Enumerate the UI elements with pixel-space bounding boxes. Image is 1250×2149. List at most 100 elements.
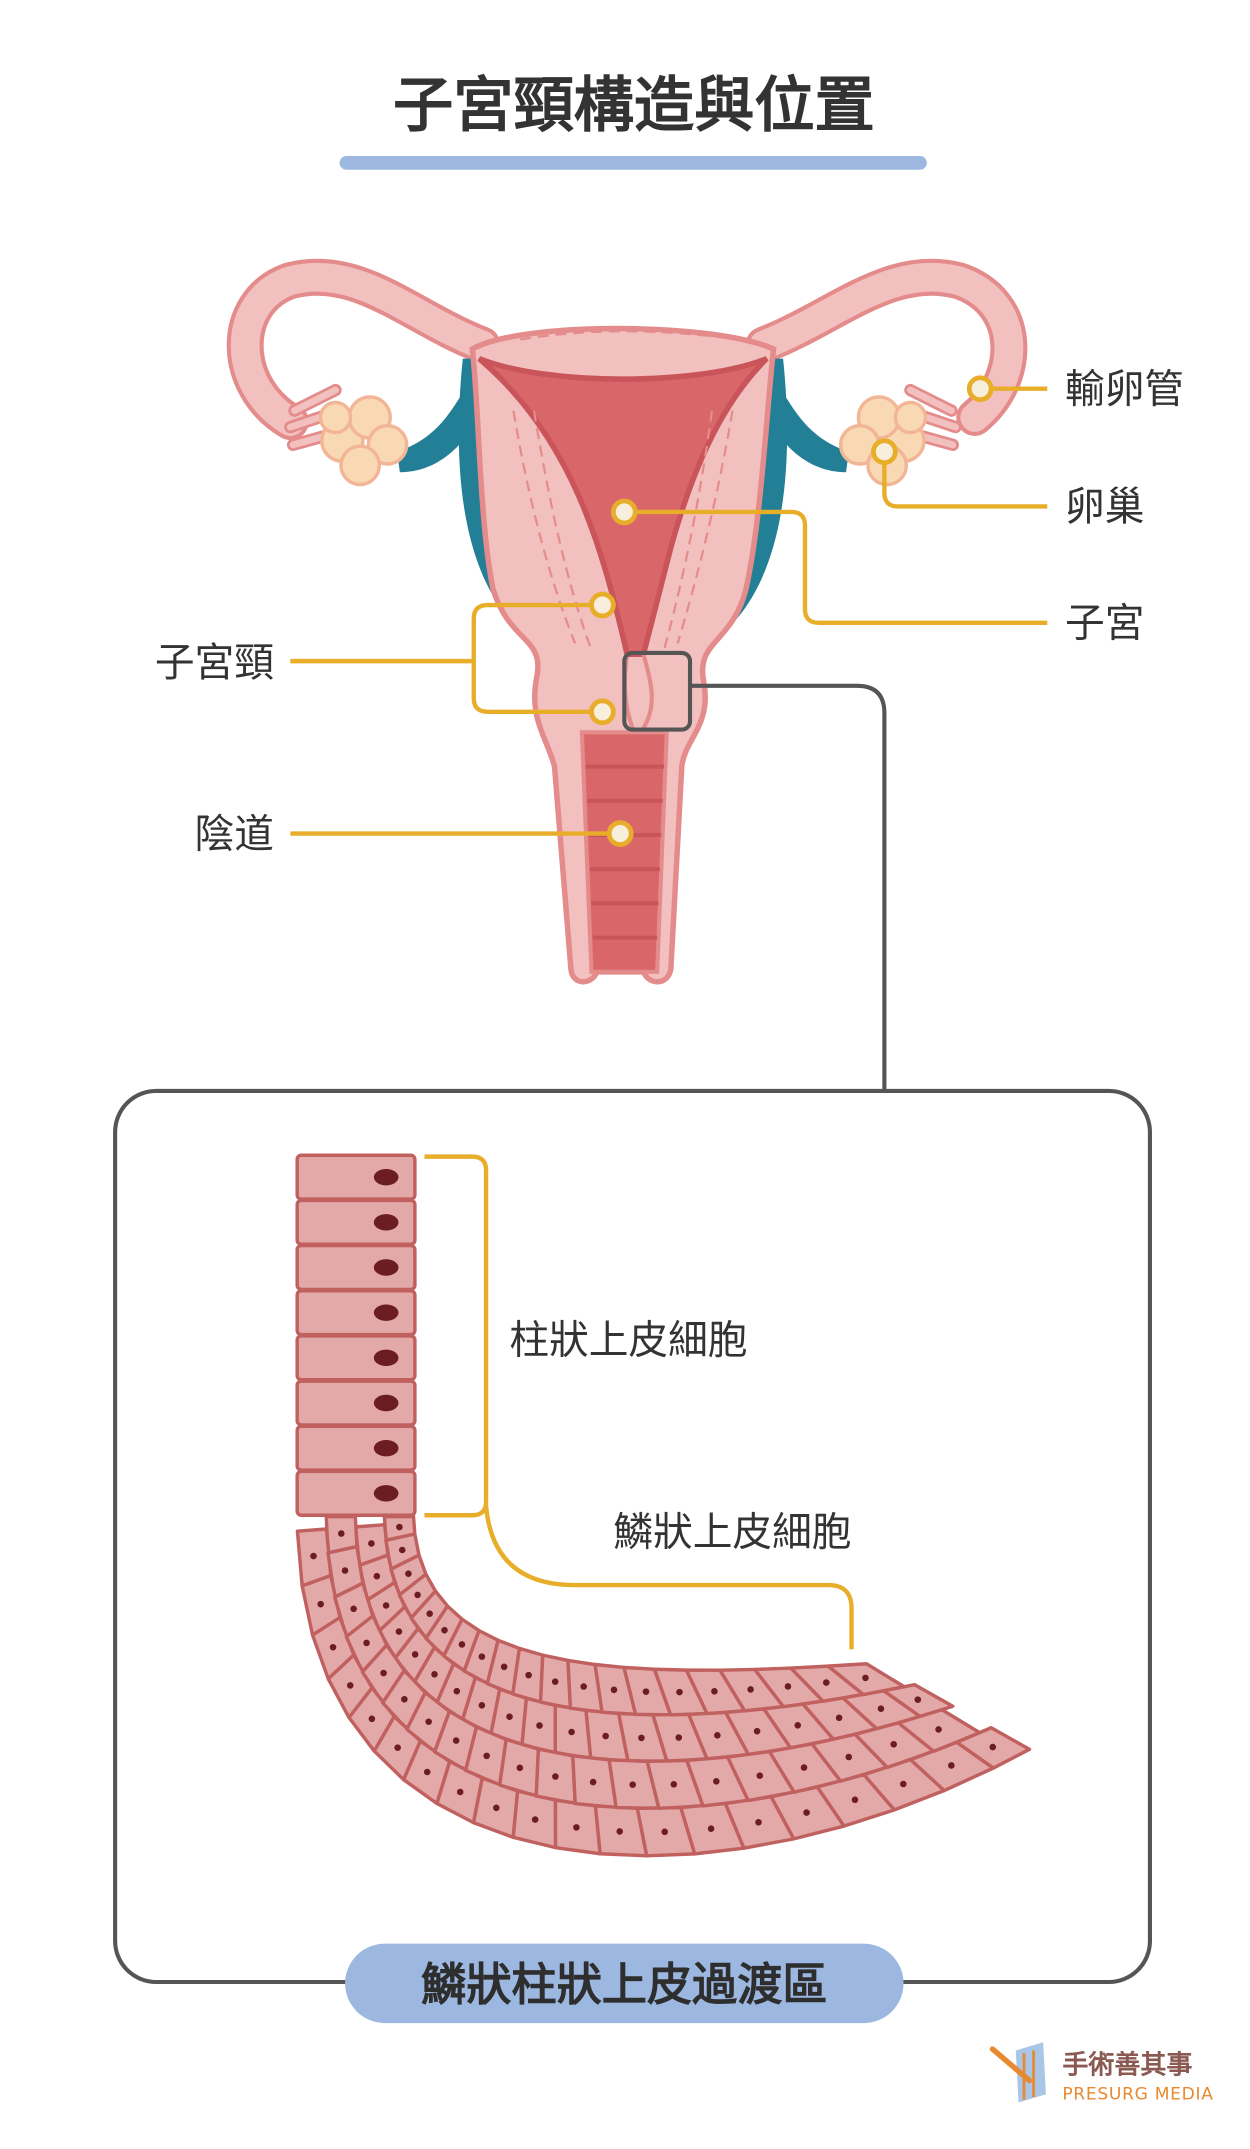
cell-nucleus	[317, 1600, 324, 1608]
zoom-region-box	[622, 650, 693, 732]
logo-name-en: PRESURG MEDIA	[1062, 2085, 1213, 2105]
cell-nucleus	[346, 1682, 354, 1689]
cell-nucleus	[341, 1567, 349, 1574]
presurg-logo: 手術善其事 PRESURG MEDIA	[989, 2042, 1213, 2105]
cell-nucleus	[914, 1696, 922, 1703]
cell-nucleus	[845, 1753, 853, 1761]
cell-nucleus	[747, 1686, 754, 1693]
uterus-body	[469, 325, 777, 985]
marker-cervix-internal	[589, 591, 616, 619]
cell-nucleus	[670, 1781, 678, 1788]
cell-nucleus	[794, 1722, 802, 1729]
cell-nucleus	[425, 1718, 432, 1726]
cell-nucleus	[458, 1641, 466, 1648]
cell-nucleus	[568, 1728, 575, 1736]
cell-nucleus	[411, 1651, 419, 1658]
cell-nucleus	[661, 1828, 669, 1836]
uterus-illustration	[226, 258, 1028, 985]
cell-nucleus	[373, 1304, 399, 1321]
cell-nucleus	[329, 1643, 337, 1651]
cell-nucleus	[363, 1639, 370, 1647]
cell-nucleus	[373, 1168, 399, 1186]
title-underline	[339, 156, 927, 170]
cell-nucleus	[551, 1678, 559, 1685]
columnar-cells	[295, 1153, 417, 1517]
leader-uterus	[624, 509, 1048, 625]
cell-nucleus	[373, 1485, 399, 1502]
cell-nucleus	[525, 1671, 532, 1679]
cell-nucleus	[900, 1780, 907, 1788]
cell-nucleus	[835, 1714, 843, 1722]
cell-nucleus	[822, 1679, 830, 1686]
cell-nucleus	[338, 1530, 345, 1537]
logo-name-zh: 手術善其事	[1062, 2050, 1192, 2081]
cell-nucleus	[423, 1768, 431, 1776]
cell-nucleus	[756, 1772, 764, 1779]
bracket-squamous	[483, 1505, 854, 1650]
cell-nucleus	[395, 1628, 403, 1635]
cell-nucleus	[373, 1572, 381, 1580]
cell-nucleus	[456, 1788, 464, 1796]
cell-nucleus	[948, 1762, 955, 1769]
cell-nucleus	[431, 1670, 438, 1678]
cell-nucleus	[478, 1702, 486, 1709]
leader-cervix	[290, 602, 603, 714]
cell-nucleus	[414, 1591, 421, 1599]
cell-nucleus	[373, 1394, 399, 1412]
vaginal-rugae	[585, 764, 665, 940]
cell-nucleus	[373, 1259, 399, 1276]
label-uterus: 子宮	[1065, 600, 1144, 646]
cell-nucleus	[500, 1663, 508, 1671]
label-vagina: 陰道	[195, 811, 274, 857]
cell-nucleus	[714, 1732, 721, 1739]
cell-nucleus	[552, 1773, 559, 1780]
page-title: 子宮頸構造與位置	[393, 71, 875, 141]
cell-nucleus	[310, 1552, 317, 1560]
cell-nucleus	[368, 1540, 375, 1547]
cell-nucleus	[506, 1713, 513, 1721]
cell-nucleus	[862, 1674, 869, 1682]
cell-nucleus	[401, 1695, 408, 1703]
fallopian-tubes	[226, 258, 1028, 452]
cell-nucleus	[394, 1744, 401, 1751]
cell-nucleus	[890, 1740, 897, 1748]
cell-nucleus	[610, 1686, 618, 1694]
cell-nucleus	[478, 1653, 486, 1660]
cell-nucleus	[989, 1743, 997, 1751]
marker-fallopian-tube	[966, 375, 994, 403]
ovary-left	[318, 395, 409, 487]
cell-nucleus	[483, 1752, 490, 1760]
cell-nucleus	[350, 1605, 357, 1613]
transition-zone-label: 鱗狀柱狀上皮過渡區	[421, 1958, 827, 2011]
cell-nucleus	[800, 1764, 808, 1771]
cell-nucleus	[877, 1705, 885, 1712]
transition-zone-badge	[345, 1943, 904, 2024]
bracket-columnar	[424, 1154, 489, 1518]
cell-nucleus	[602, 1732, 609, 1740]
marker-uterus	[610, 498, 638, 526]
cell-nucleus	[536, 1722, 543, 1729]
cell-nucleus	[531, 1816, 539, 1823]
cell-nucleus	[405, 1570, 412, 1577]
label-columnar-epithelium: 柱狀上皮細胞	[509, 1318, 747, 1364]
marker-vagina	[606, 820, 634, 847]
cell-nucleus	[707, 1825, 715, 1833]
zoom-connector	[690, 683, 887, 1091]
cell-nucleus	[368, 1715, 376, 1723]
label-ovary: 卵巢	[1065, 484, 1144, 530]
cell-nucleus	[373, 1439, 399, 1457]
cell-nucleus	[373, 1214, 399, 1231]
cell-nucleus	[573, 1824, 580, 1831]
label-fallopian-tube: 輸卵管	[1065, 366, 1184, 412]
cell-nucleus	[398, 1546, 406, 1554]
label-cervix: 子宮頸	[155, 640, 274, 686]
cell-nucleus	[493, 1804, 500, 1812]
cell-nucleus	[638, 1734, 645, 1742]
cell-nucleus	[373, 1349, 399, 1367]
label-squamous-epithelium: 鱗狀上皮細胞	[613, 1509, 851, 1555]
marker-ovary	[871, 438, 898, 466]
cell-nucleus	[441, 1626, 448, 1634]
marker-cervix-external	[589, 698, 616, 726]
vaginal-canal	[579, 730, 669, 974]
cell-nucleus	[580, 1683, 587, 1690]
